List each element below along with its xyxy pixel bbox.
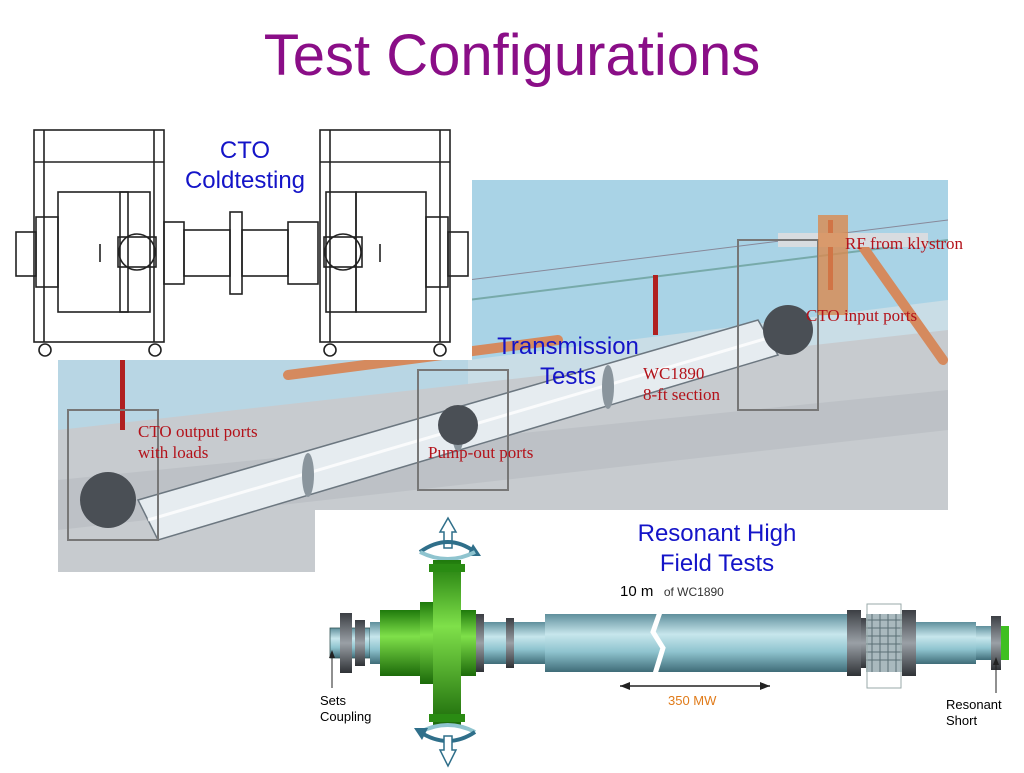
cto-coldtesting-label-line2: Coldtesting [184, 167, 306, 194]
wc1890-annotation-line2: 8-ft section [643, 385, 720, 404]
transmission-test-image [58, 180, 949, 572]
transmission-test-illustration [58, 180, 949, 572]
cto-coldtesting-image [0, 122, 472, 360]
resonant-short-line1: Resonant [946, 697, 1002, 712]
cto-coldtesting-label: CTO Coldtesting [160, 136, 330, 196]
resonant-tests-label-line1: Resonant High [637, 520, 797, 547]
cto-coldtesting-label-line1: CTO [219, 137, 271, 164]
resonant-short-line2: Short [946, 713, 978, 728]
transmission-tests-label-line2: Tests [539, 363, 596, 390]
sets-coupling-line1: Sets [320, 693, 347, 708]
length-text: of WC1890 [663, 585, 724, 599]
resonant-short-label: Resonant Short [946, 697, 1002, 729]
cto-output-ports-annotation: CTO output ports with loads [138, 421, 258, 463]
wc1890-annotation-line1: WC1890 [643, 364, 705, 383]
pump-out-ports-annotation: Pump-out ports [428, 443, 534, 462]
cto-output-ports-annotation-line1: CTO output ports [138, 422, 258, 441]
resonant-tests-label: Resonant High Field Tests [606, 519, 828, 579]
transmission-tests-label: Transmission Tests [476, 332, 660, 392]
resonant-test-panel [315, 510, 1024, 768]
transmission-tests-label-line1: Transmission [497, 333, 639, 360]
sets-coupling-label: Sets Coupling [320, 693, 371, 725]
rf-from-klystron-annotation: RF from klystron [845, 234, 964, 253]
resonant-test-diagram [329, 516, 1009, 768]
bottom-adjust-arrow [438, 735, 458, 768]
length-number: 10 m [620, 583, 654, 600]
cto-input-ports-annotation: CTO input ports [806, 306, 918, 325]
wc1890-annotation: WC1890 8-ft section [643, 363, 720, 405]
power-label: 350 MW [668, 693, 717, 708]
cto-output-ports-annotation-line2: with loads [138, 443, 209, 462]
sets-coupling-line2: Coupling [320, 709, 372, 724]
slide-title: Test Configurations [263, 23, 761, 88]
cto-coldtesting-drawing [15, 129, 469, 357]
resonant-tests-label-line2: Field Tests [659, 550, 775, 577]
length-annotation: 10 m of WC1890 [620, 583, 724, 601]
